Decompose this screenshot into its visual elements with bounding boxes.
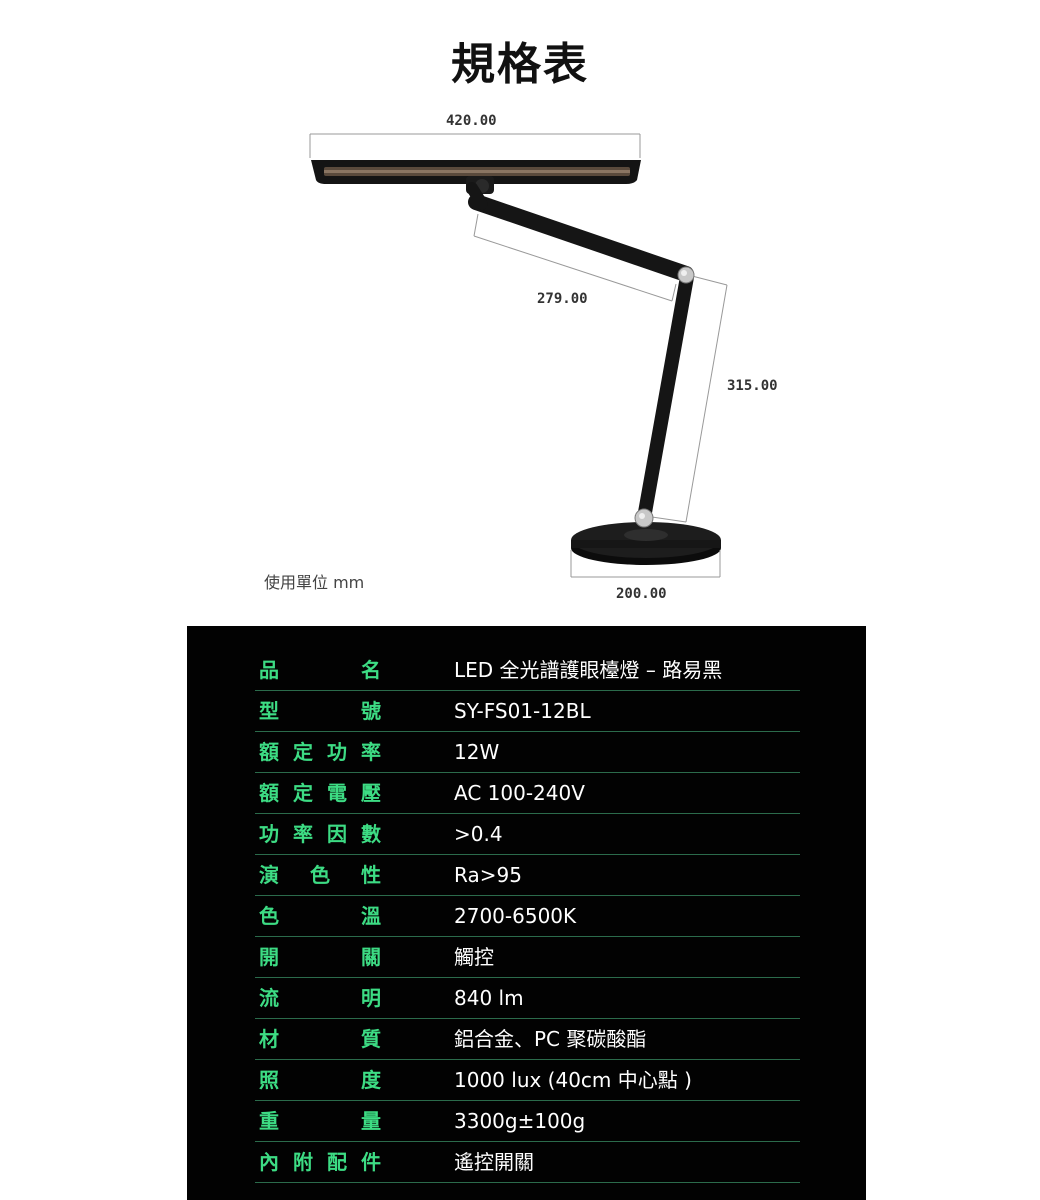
spec-label-char: 溫 (361, 904, 381, 928)
spec-value: 1000 lux (40cm 中心點 ) (454, 1068, 692, 1092)
spec-label-char: 開 (259, 945, 279, 969)
spec-row: 開關觸控 (255, 937, 800, 978)
spec-value: 3300g±100g (454, 1109, 586, 1133)
upper-arm (466, 182, 694, 282)
spec-label-char: 照 (259, 1068, 279, 1092)
spec-label-char: 色 (259, 904, 279, 928)
spec-label-char: 關 (361, 945, 381, 969)
spec-label-char: 品 (259, 658, 279, 682)
spec-label-char: 色 (310, 863, 330, 887)
spec-label-char: 功 (259, 822, 279, 846)
spec-label-char: 重 (259, 1109, 279, 1133)
spec-value: AC 100-240V (454, 781, 585, 805)
dimension-label-head-width: 420.00 (446, 113, 497, 129)
spec-value: 2700-6500K (454, 904, 577, 928)
spec-row: 內附配件 遙控開關 (255, 1142, 800, 1183)
spec-label: 演色性 (259, 863, 381, 887)
spec-value: LED 全光譜護眼檯燈 – 路易黑 (454, 658, 723, 682)
spec-row: 額定電壓 AC 100-240V (255, 773, 800, 814)
spec-label-char: 材 (259, 1027, 279, 1051)
spec-label-char: 度 (361, 1068, 381, 1092)
spec-label-char: 額 (259, 781, 279, 805)
spec-label-char: 號 (361, 699, 381, 723)
lamp-dimension-diagram (309, 133, 728, 578)
dimension-label-base-width: 200.00 (616, 586, 667, 602)
unit-note: 使用單位 mm (264, 573, 365, 592)
dimension-label-arm-length: 279.00 (537, 291, 588, 307)
spec-label-char: 電 (327, 781, 347, 805)
spec-row: 額定功率 12W (255, 732, 800, 773)
spec-label-char: 額 (259, 740, 279, 764)
lamp-base (571, 522, 721, 565)
spec-label: 型號 (259, 699, 381, 723)
spec-label-char: 量 (361, 1109, 381, 1133)
page-title: 規格表 (451, 39, 589, 90)
spec-label-char: 壓 (361, 781, 381, 805)
spec-label-char: 功 (327, 740, 347, 764)
lower-pole (637, 270, 694, 525)
spec-label: 流明 (259, 986, 381, 1010)
spec-label-char: 名 (361, 658, 381, 682)
lamp-head (311, 160, 641, 184)
spec-label: 材質 (259, 1027, 381, 1051)
dimension-line-pole-height (651, 275, 728, 523)
spec-label-char: 附 (293, 1150, 313, 1174)
joint-knob-bottom (634, 508, 654, 528)
spec-value: 鋁合金、PC 聚碳酸酯 (454, 1027, 647, 1051)
spec-label-char: 明 (361, 986, 381, 1010)
dimension-label-pole-height: 315.00 (727, 378, 778, 394)
spec-label-char: 率 (293, 822, 313, 846)
spec-label: 色溫 (259, 904, 381, 928)
spec-row: 演 色 性 Ra>95 (255, 855, 800, 896)
spec-value: 840 lm (454, 986, 524, 1010)
spec-label-char: 質 (361, 1027, 381, 1051)
spec-label: 重量 (259, 1109, 381, 1133)
spec-label: 照度 (259, 1068, 381, 1092)
spec-label-char: 型 (259, 699, 279, 723)
spec-label-char: 因 (327, 822, 347, 846)
dimension-line-base-width (570, 550, 721, 578)
spec-label: 功率因數 (259, 822, 381, 846)
spec-label-char: 內 (259, 1150, 279, 1174)
joint-knob-top (677, 266, 695, 284)
spec-label-char: 率 (361, 740, 381, 764)
spec-row: 材質鋁合金、PC 聚碳酸酯 (255, 1019, 800, 1060)
spec-value: 12W (454, 740, 500, 764)
spec-value: >0.4 (454, 822, 503, 846)
spec-value: 觸控 (454, 945, 494, 969)
spec-label-char: 定 (293, 781, 313, 805)
spec-value: SY-FS01-12BL (454, 699, 591, 723)
spec-row: 功率因數 >0.4 (255, 814, 800, 855)
dimension-line-head-width (309, 133, 641, 158)
spec-label-char: 演 (259, 863, 279, 887)
spec-label: 品名 (259, 658, 381, 682)
spec-value: Ra>95 (454, 863, 522, 887)
spec-label: 額定電壓 (259, 781, 381, 805)
spec-label-char: 性 (361, 863, 381, 887)
spec-label: 開關 (259, 945, 381, 969)
spec-label: 內附配件 (259, 1150, 381, 1174)
spec-label-char: 件 (361, 1150, 381, 1174)
spec-label-char: 配 (327, 1150, 347, 1174)
spec-label-char: 定 (293, 740, 313, 764)
spec-value: 遙控開關 (454, 1150, 534, 1174)
spec-label-char: 數 (361, 822, 381, 846)
spec-label: 額定功率 (259, 740, 381, 764)
spec-label-char: 流 (259, 986, 279, 1010)
dimension-line-arm-length (473, 213, 677, 302)
